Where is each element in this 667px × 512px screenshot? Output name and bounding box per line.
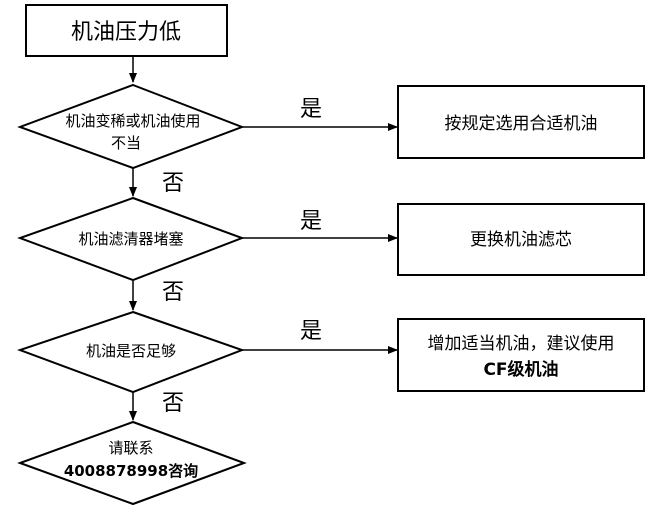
start-label: 机油压力低 xyxy=(71,20,181,45)
decision-diamond-2 xyxy=(17,196,245,282)
decision-node-1: 机油变稀或机油使用 不当 xyxy=(17,83,245,170)
start-node: 机油压力低 xyxy=(25,4,228,57)
no-label-3: 否 xyxy=(162,391,184,416)
action-node-3: 增加适当机油，建议使用 CF级机油 xyxy=(397,318,645,392)
action-2-line-1: 更换机油滤芯 xyxy=(470,230,572,250)
action-1-line-1: 按规定选用合适机油 xyxy=(445,114,598,134)
action-node-2: 更换机油滤芯 xyxy=(397,203,645,276)
action-box-1 xyxy=(397,85,645,159)
end-line-2: 4008878998咨询 xyxy=(64,462,198,480)
end-diamond xyxy=(17,420,247,506)
decision-node-3: 机油是否足够 xyxy=(17,310,245,394)
action-node-1: 按规定选用合适机油 xyxy=(397,85,645,159)
yes-label-2: 是 xyxy=(300,209,322,234)
action-box-3 xyxy=(397,318,645,392)
action-3-line-2: CF级机油 xyxy=(483,359,558,380)
start-box xyxy=(25,4,228,57)
decision-3-line-1: 机油是否足够 xyxy=(86,342,176,360)
end-line-1: 请联系 xyxy=(108,439,153,457)
no-label-2: 否 xyxy=(162,280,184,305)
yes-label-3: 是 xyxy=(300,319,322,344)
decision-1-line-2: 不当 xyxy=(111,134,141,152)
decision-2-line-1: 机油滤清器堵塞 xyxy=(78,230,183,248)
decision-1-line-1: 机油变稀或机油使用 xyxy=(65,112,200,130)
decision-diamond-1 xyxy=(17,83,245,170)
action-box-2 xyxy=(397,203,645,276)
yes-label-1: 是 xyxy=(300,97,322,122)
action-3-line-1: 增加适当机油，建议使用 xyxy=(428,333,615,354)
no-label-1: 否 xyxy=(162,171,184,196)
end-node: 请联系 4008878998咨询 xyxy=(17,420,247,506)
decision-node-2: 机油滤清器堵塞 xyxy=(17,196,245,282)
decision-diamond-3 xyxy=(17,310,245,394)
